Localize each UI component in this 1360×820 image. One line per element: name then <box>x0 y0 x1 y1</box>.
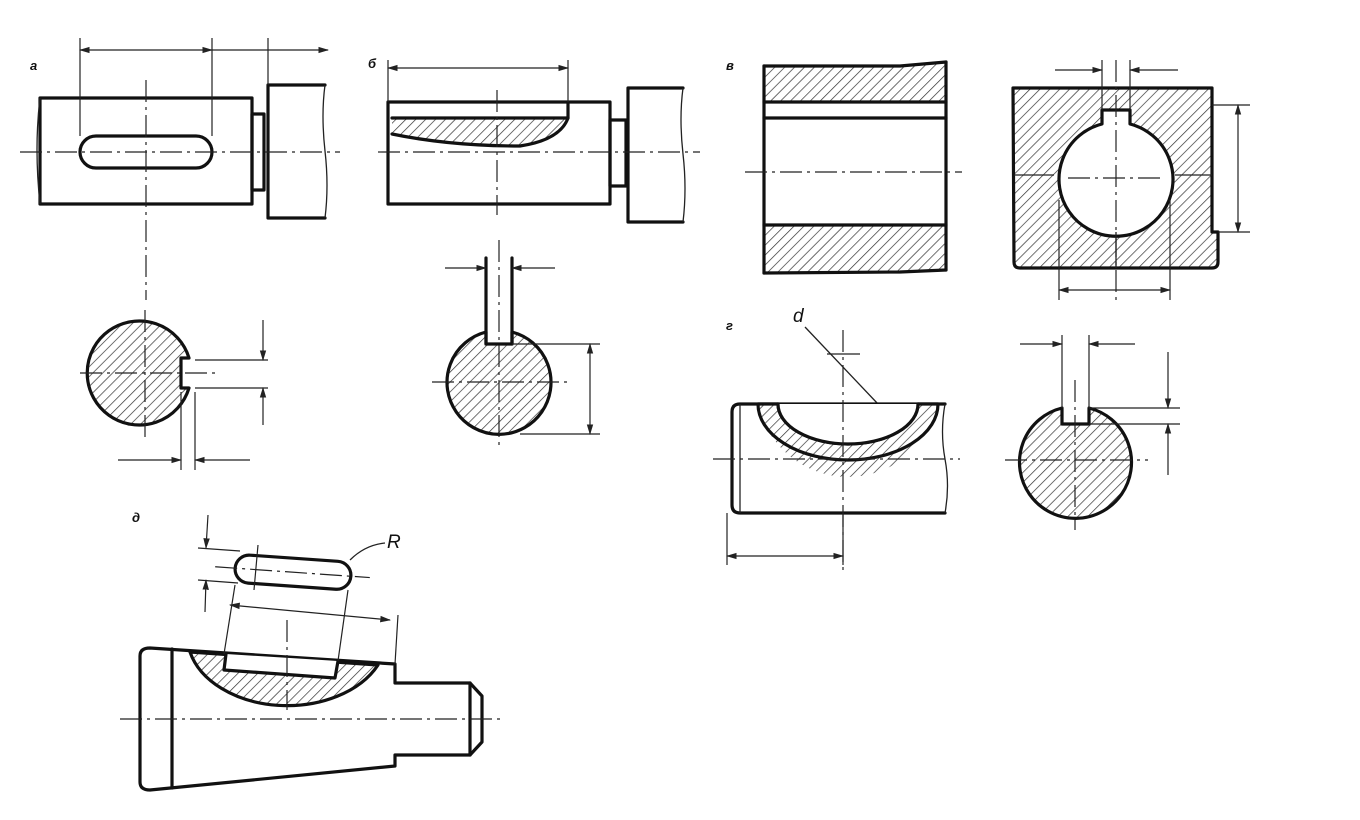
view-d-radius-leader <box>349 542 386 561</box>
view-a-hub-break-line <box>322 84 328 219</box>
view-a-shaft-break-line <box>36 97 41 205</box>
view-b-hub-outline <box>626 86 685 224</box>
view-g: г d <box>713 306 1180 570</box>
view-g-section <box>1005 335 1180 530</box>
view-a-label: а <box>30 58 37 73</box>
view-g-leader-line <box>804 326 879 405</box>
view-b-keyway-profile <box>390 116 570 148</box>
view-d-radius-label: R <box>387 532 401 553</box>
view-v-hub-upper-wall <box>764 62 946 102</box>
view-d-tapered-shaft <box>138 646 484 792</box>
view-v-bore-with-keyway <box>1057 108 1175 238</box>
view-b-cut-region <box>392 118 568 146</box>
view-b-label: б <box>368 56 377 71</box>
view-a-section-circle <box>85 319 191 427</box>
view-a: а <box>20 38 340 470</box>
view-g-label: г <box>726 318 733 333</box>
view-b: б <box>368 56 700 448</box>
view-v-hub-section <box>1011 60 1250 300</box>
view-d-key-length-dim <box>228 602 392 623</box>
view-v-hub-lower-wall <box>764 225 946 273</box>
view-g-diameter-label: d <box>793 306 805 327</box>
view-b-section <box>432 240 600 448</box>
view-d-label: д <box>132 510 140 525</box>
view-b-shaft-neck <box>608 118 628 188</box>
view-v: в <box>726 58 1250 300</box>
view-d: д R <box>120 510 500 792</box>
view-a-section <box>80 310 268 470</box>
view-v-label: в <box>726 58 734 73</box>
